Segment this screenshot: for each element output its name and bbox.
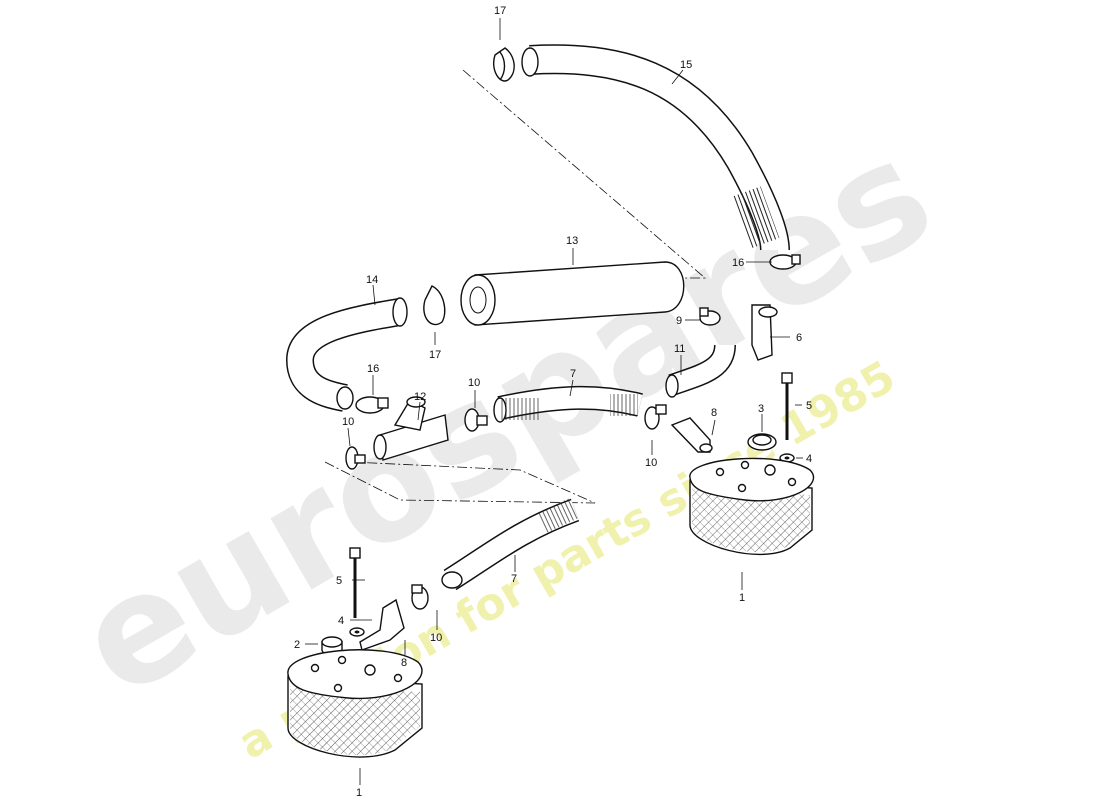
callout-10-a: 10 [342, 416, 354, 428]
callout-2: 2 [294, 639, 300, 651]
callout-16-left: 16 [367, 363, 379, 375]
grommet-3 [747, 433, 777, 451]
callout-5-right: 5 [806, 400, 812, 412]
callout-16-right: 16 [732, 257, 744, 269]
assembly-guide-lines [324, 69, 707, 504]
clamp-16-right [769, 254, 801, 270]
callout-labels: 17 15 13 16 14 17 9 6 11 7 10 16 12 10 8… [294, 5, 812, 799]
callout-4-left: 4 [338, 615, 344, 627]
callout-13: 13 [566, 235, 578, 247]
callout-10-c: 10 [645, 457, 657, 469]
watermark: eurospares a passion for parts since 198… [51, 106, 959, 769]
clamp-16-left [355, 396, 389, 414]
t-piece-12 [373, 396, 449, 461]
callout-9: 9 [676, 315, 682, 327]
hose-7-upper [493, 385, 643, 423]
callout-14: 14 [366, 274, 378, 286]
fitting-8-left [359, 598, 405, 651]
callout-6: 6 [796, 332, 802, 344]
bolt-5-right [781, 372, 793, 440]
callout-10-b: 10 [468, 377, 480, 389]
callout-17-top: 17 [494, 5, 506, 17]
clamp-10-d [411, 584, 429, 610]
fitting-8-right [670, 417, 713, 453]
callout-8-left: 8 [401, 657, 407, 669]
callout-15: 15 [680, 59, 692, 71]
air-filter-1-right [689, 457, 815, 556]
callout-1-left: 1 [356, 787, 362, 799]
callout-7-upper: 7 [570, 368, 576, 380]
leader-lines [305, 18, 803, 785]
clamp-10-a [345, 446, 366, 470]
fitting-6 [751, 304, 778, 361]
callout-12: 12 [414, 391, 426, 403]
clamp-17-middle [423, 285, 446, 326]
elbow-11 [665, 343, 736, 398]
clamp-10-c [644, 404, 667, 430]
callout-7-lower: 7 [511, 573, 517, 585]
callout-8-right: 8 [711, 407, 717, 419]
clamp-10-b [464, 408, 488, 432]
callout-4-right: 4 [806, 453, 812, 465]
callout-10-d: 10 [430, 632, 442, 644]
clamp-17-top [493, 47, 515, 82]
callout-11: 11 [674, 343, 685, 355]
hose-14 [285, 297, 408, 412]
callout-1-right: 1 [739, 592, 745, 604]
clamp-9 [699, 307, 721, 326]
bolt-5-left [349, 547, 361, 618]
hose-15 [521, 44, 790, 251]
callout-3: 3 [758, 403, 764, 415]
callout-17-mid: 17 [429, 349, 441, 361]
muffler-13 [460, 261, 685, 326]
air-filter-1-left [287, 649, 423, 758]
callout-5-left: 5 [336, 575, 342, 587]
hose-7-lower [441, 498, 580, 591]
washer-4-left [349, 627, 365, 637]
